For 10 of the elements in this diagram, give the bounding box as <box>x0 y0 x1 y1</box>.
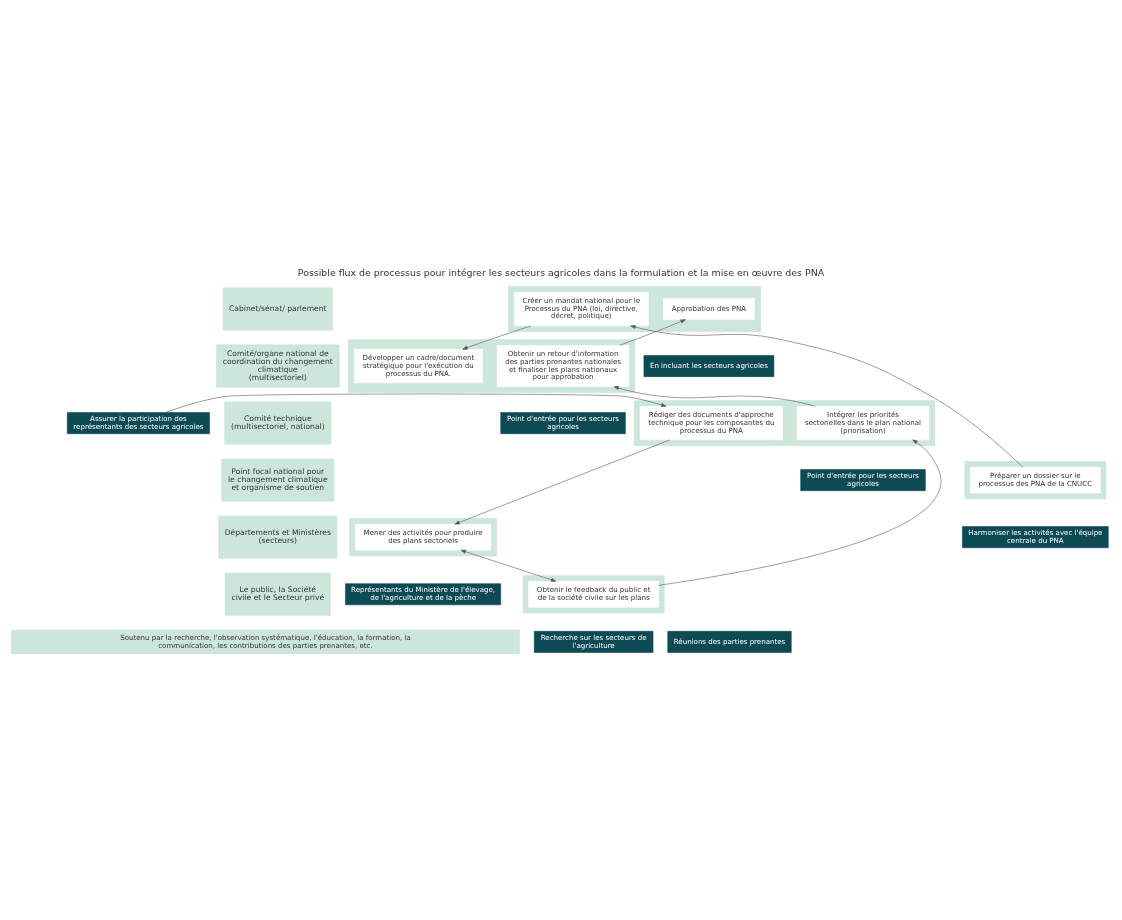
arrow <box>165 393 667 413</box>
arrow <box>630 325 1024 468</box>
arrow <box>462 325 532 350</box>
arrow <box>619 319 686 346</box>
arrow <box>454 439 671 525</box>
arrow <box>613 386 816 407</box>
arrow <box>658 439 942 586</box>
arrow <box>460 549 557 582</box>
diagram-title: Possible flux de processus pour intégrer les secteurs agricoles dans la formulation et la mise en œuvre des PNA <box>297 267 825 279</box>
cluster <box>964 461 1107 500</box>
